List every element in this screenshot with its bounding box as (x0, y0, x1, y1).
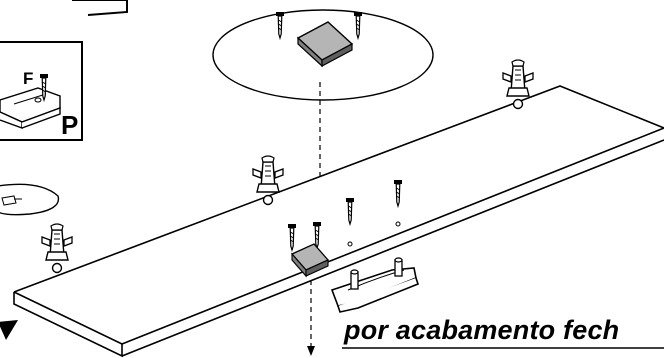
part-label-f: F (23, 69, 34, 88)
screw-hole (347, 241, 353, 247)
detail-ellipse-top (212, 9, 434, 101)
inset-detail-box (0, 41, 83, 141)
detail-ellipse-left (0, 183, 60, 216)
partial-box-outline (72, 0, 128, 16)
connector-block-icon (290, 243, 330, 278)
caption-text: por acabamento fech (344, 315, 620, 345)
handle-icon (330, 257, 419, 313)
arrow-down-icon (307, 346, 315, 356)
screw-hole (395, 221, 401, 227)
shelf-panel-icon (13, 85, 664, 358)
part-label-p: P (61, 110, 79, 140)
hinge-icon (41, 223, 73, 274)
connector-block-icon (296, 21, 354, 68)
arrow-partial-icon (0, 320, 18, 340)
